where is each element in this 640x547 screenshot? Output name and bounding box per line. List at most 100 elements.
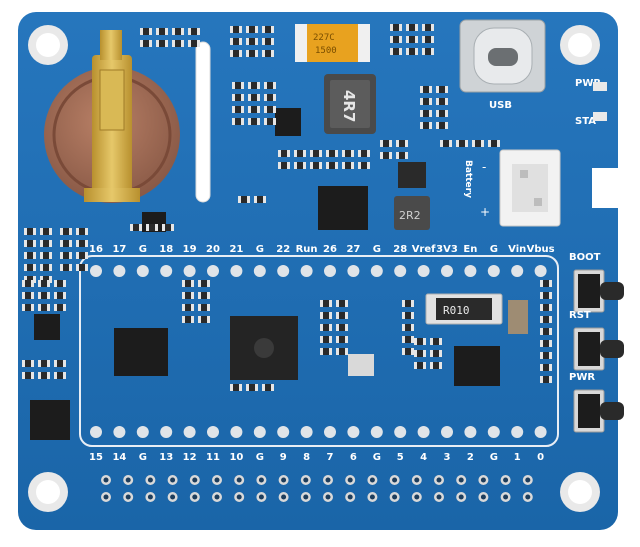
smd-component (198, 316, 210, 323)
smd-component (248, 94, 260, 101)
crystal (348, 354, 374, 376)
pin-pad (113, 426, 126, 438)
smd-component (540, 280, 552, 287)
smd-component (60, 240, 72, 247)
smd-component (278, 162, 290, 169)
smd-component (422, 36, 434, 43)
pin-pad (347, 426, 360, 438)
pwr-button[interactable] (573, 389, 624, 433)
smd-component (198, 292, 210, 299)
bottom-pin-label: 6 (350, 452, 357, 463)
pin-pad (417, 426, 430, 438)
pin-pad (534, 426, 547, 438)
boot-button[interactable] (573, 269, 624, 313)
smd-component (440, 140, 452, 147)
smd-component (342, 150, 354, 157)
smd-component (40, 252, 52, 259)
top-pin-label: 20 (206, 244, 220, 255)
top-pin-label: Vbus (527, 244, 555, 255)
pin-pad (370, 426, 383, 438)
smd-component (472, 140, 484, 147)
smd-component (436, 86, 448, 93)
smd-component (456, 140, 468, 147)
pin-pad (207, 426, 219, 438)
battery-connector (499, 149, 561, 227)
smd-component (390, 48, 402, 55)
smd-component (336, 300, 348, 307)
smd-component (22, 360, 34, 367)
smd-component (436, 110, 448, 117)
smd-component (402, 336, 414, 343)
bottom-pin-label: G (139, 452, 147, 463)
pin-pad (160, 265, 173, 277)
top-pin-label: 22 (276, 244, 290, 255)
smd-component (156, 28, 168, 35)
smd-component (358, 150, 370, 157)
smd-component (54, 292, 66, 299)
smd-component (248, 118, 260, 125)
smd-component (248, 106, 260, 113)
pwr-led-label: PWR (575, 78, 601, 89)
smd-component (22, 292, 34, 299)
smd-component (420, 110, 432, 117)
smd-component (436, 98, 448, 105)
smd-component (76, 264, 88, 271)
ic-left-mid (34, 314, 60, 340)
usb-c-connector (459, 19, 546, 93)
ic-small-1 (275, 108, 301, 136)
pin-pad (417, 265, 430, 277)
smd-component (264, 106, 276, 113)
smd-component (294, 150, 306, 157)
smd-component (262, 384, 274, 391)
pin-pad (113, 265, 126, 277)
bottom-pin-label: 3 (444, 452, 451, 463)
smd-component (294, 162, 306, 169)
smd-component (40, 264, 52, 271)
smd-component (420, 98, 432, 105)
pin-pad (441, 265, 453, 277)
rst-button[interactable] (573, 327, 624, 371)
tantalum-capacitor: 227C 1500 (295, 24, 370, 62)
smd-component (326, 162, 338, 169)
pin-pad (207, 265, 219, 277)
tantalum-small (508, 300, 528, 334)
top-pin-label: Vin (508, 244, 526, 255)
smd-component (140, 40, 152, 47)
smd-component (320, 312, 332, 319)
shunt-resistor: R010 (425, 293, 503, 325)
pwr-button-label: PWR (569, 372, 595, 383)
pin-pad (534, 265, 547, 277)
top-pin-label: 21 (229, 244, 243, 255)
top-pin-label: G (490, 244, 498, 255)
pin-pad (90, 426, 102, 438)
pin-pad (183, 265, 196, 277)
pin-pad (136, 426, 149, 438)
smd-component (540, 292, 552, 299)
smd-component (406, 48, 418, 55)
smd-component (246, 384, 258, 391)
smd-component (188, 28, 200, 35)
smd-component (24, 264, 36, 271)
smd-component (140, 28, 152, 35)
board-slot (195, 41, 211, 203)
pin-pad (277, 265, 290, 277)
pin-pad (136, 265, 149, 277)
ic-left-bottom (30, 400, 70, 440)
ic-sop8-top (318, 186, 368, 230)
smd-component (402, 300, 414, 307)
boot-button-label: BOOT (569, 252, 601, 263)
smd-component (342, 162, 354, 169)
bottom-pin-label: G (490, 452, 498, 463)
sta-led-label: STA (575, 116, 596, 127)
top-pin-label: G (373, 244, 381, 255)
bottom-pin-label: 11 (206, 452, 220, 463)
smd-component (336, 336, 348, 343)
smd-component (264, 118, 276, 125)
gpio-header-holes (101, 475, 533, 502)
bottom-pin-pads (90, 426, 547, 438)
smd-component (336, 312, 348, 319)
smd-component (248, 82, 260, 89)
smd-component (54, 280, 66, 287)
smd-component (38, 280, 50, 287)
